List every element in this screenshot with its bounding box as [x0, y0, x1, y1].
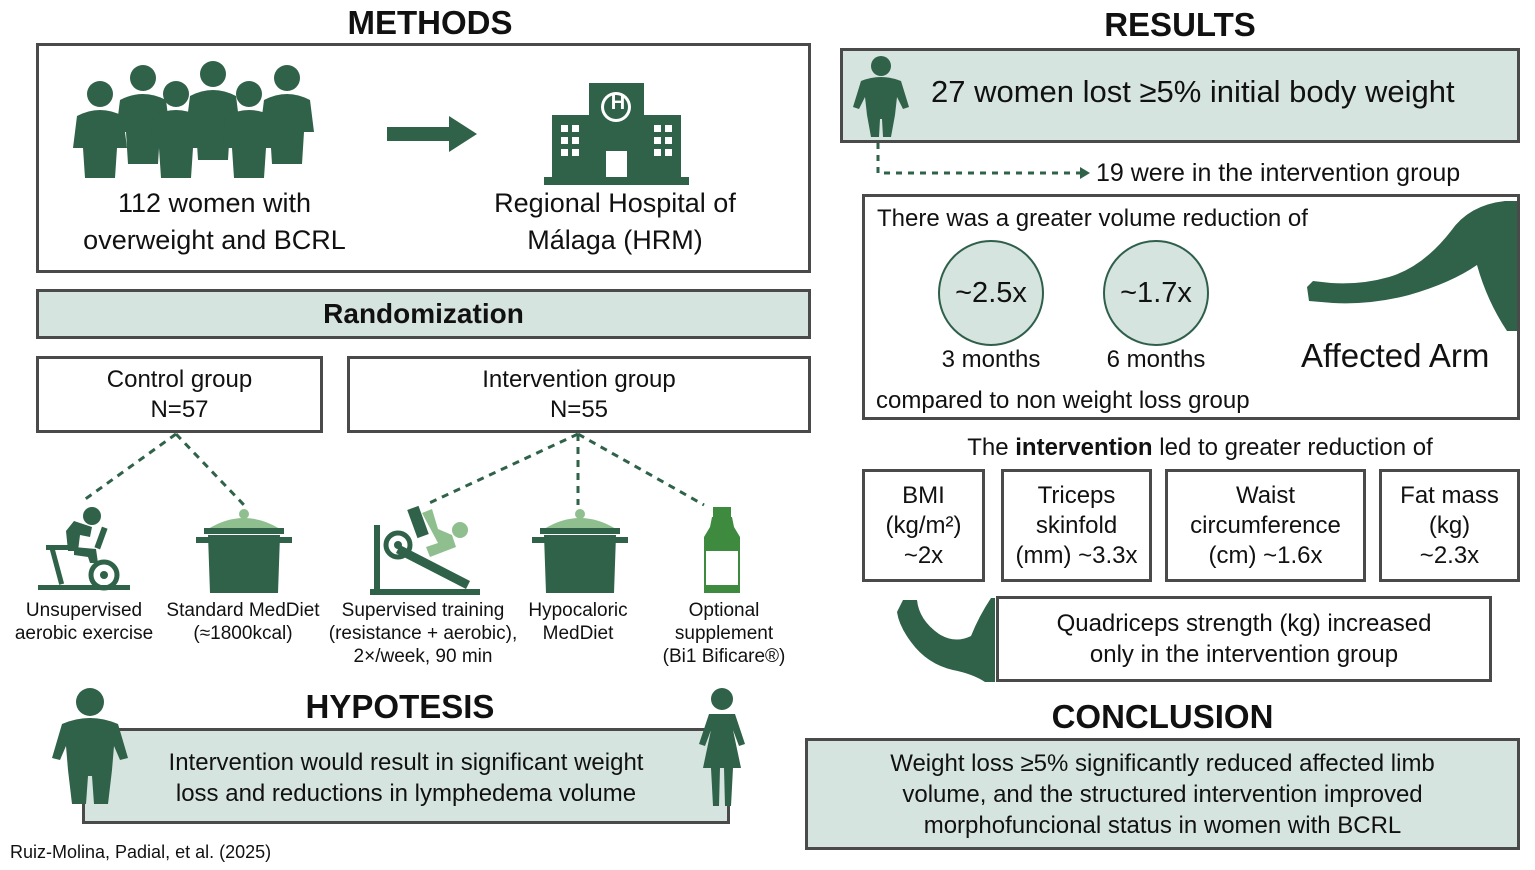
item-label-aerobic: Unsupervised aerobic exercise: [14, 600, 154, 644]
stationary-bike-icon: [38, 507, 130, 591]
item-label-training: Supervised training (resistance + aerobi…: [328, 600, 518, 667]
woman-icon: [853, 56, 909, 137]
affected-arm-label: Affected Arm: [1301, 337, 1490, 374]
quadriceps-box: Quadriceps strength (kg) increased only …: [996, 596, 1492, 682]
leg-press-icon: [370, 505, 480, 595]
conclusion-title: CONCLUSION: [1051, 698, 1274, 735]
item-label-supplement: Optional supplement (Bi1 Bificare®): [662, 600, 786, 667]
weight-loss-headline-box: 27 women lost ≥5% initial body weight: [840, 48, 1520, 143]
hospital-icon: [544, 83, 689, 185]
methods-overview-box: H 112 women with overweight and BCRL Reg…: [36, 43, 811, 273]
woman-overweight-icon: [52, 688, 128, 804]
group-connectors: [83, 432, 705, 507]
leg-muscle-icon: [897, 598, 995, 682]
hypothesis-box: Intervention would result in significant…: [82, 728, 730, 824]
volume-intro: There was a greater volume reduction of: [877, 205, 1308, 232]
hospital-letter: H: [610, 92, 626, 114]
volume-reduction-box: There was a greater volume reduction of …: [862, 194, 1520, 420]
results-title: RESULTS: [1104, 6, 1256, 43]
weight-loss-headline: 27 women lost ≥5% initial body weight: [931, 74, 1455, 109]
hospital-label: Regional Hospital of Málaga (HRM): [494, 188, 736, 255]
label-6-months: 6 months: [1106, 346, 1206, 373]
control-group-box: Control group N=57: [36, 356, 323, 433]
hypothesis-title: HYPOTESIS: [270, 688, 530, 726]
intervention-group-box: Intervention group N=55: [347, 356, 811, 433]
metric-fat-mass: Fat mass (kg) ~2.3x: [1379, 469, 1520, 582]
methods-title: METHODS: [347, 4, 513, 41]
metric-bmi: BMI (kg/m²) ~2x: [862, 469, 985, 582]
metric-triceps: Triceps skinfold (mm) ~3.3x: [1001, 469, 1152, 582]
women-label: 112 women with overweight and BCRL: [83, 188, 346, 255]
item-label-hypocaloric: Hypocaloric MedDiet: [528, 600, 628, 644]
cooking-pot-icon: [196, 509, 292, 593]
label-3-months: 3 months: [941, 346, 1041, 373]
supplement-bottle-icon: [704, 507, 740, 593]
compared-note: compared to non weight loss group: [876, 387, 1250, 414]
randomization-bar: Randomization: [36, 289, 811, 339]
cooking-pot-icon: [532, 509, 628, 593]
woman-slim-icon: [699, 688, 745, 806]
women-group-icon: [73, 61, 314, 178]
affected-arm-icon: [1307, 201, 1517, 331]
circle-6-months: ~1.7x: [1103, 240, 1209, 346]
intervention-count-note: 19 were in the intervention group: [1096, 159, 1461, 187]
dashed-arrow-connector: [876, 143, 1090, 179]
reduction-intro: The intervention led to greater reductio…: [967, 434, 1433, 461]
metric-waist: Waist circumference (cm) ~1.6x: [1165, 469, 1366, 582]
conclusion-box: Weight loss ≥5% significantly reduced af…: [805, 738, 1520, 850]
item-label-meddiet: Standard MedDiet (≈1800kcal): [166, 600, 320, 644]
citation: Ruiz-Molina, Padial, et al. (2025): [10, 842, 272, 862]
arrow-right-icon: [387, 116, 477, 152]
circle-3-months: ~2.5x: [938, 240, 1044, 346]
